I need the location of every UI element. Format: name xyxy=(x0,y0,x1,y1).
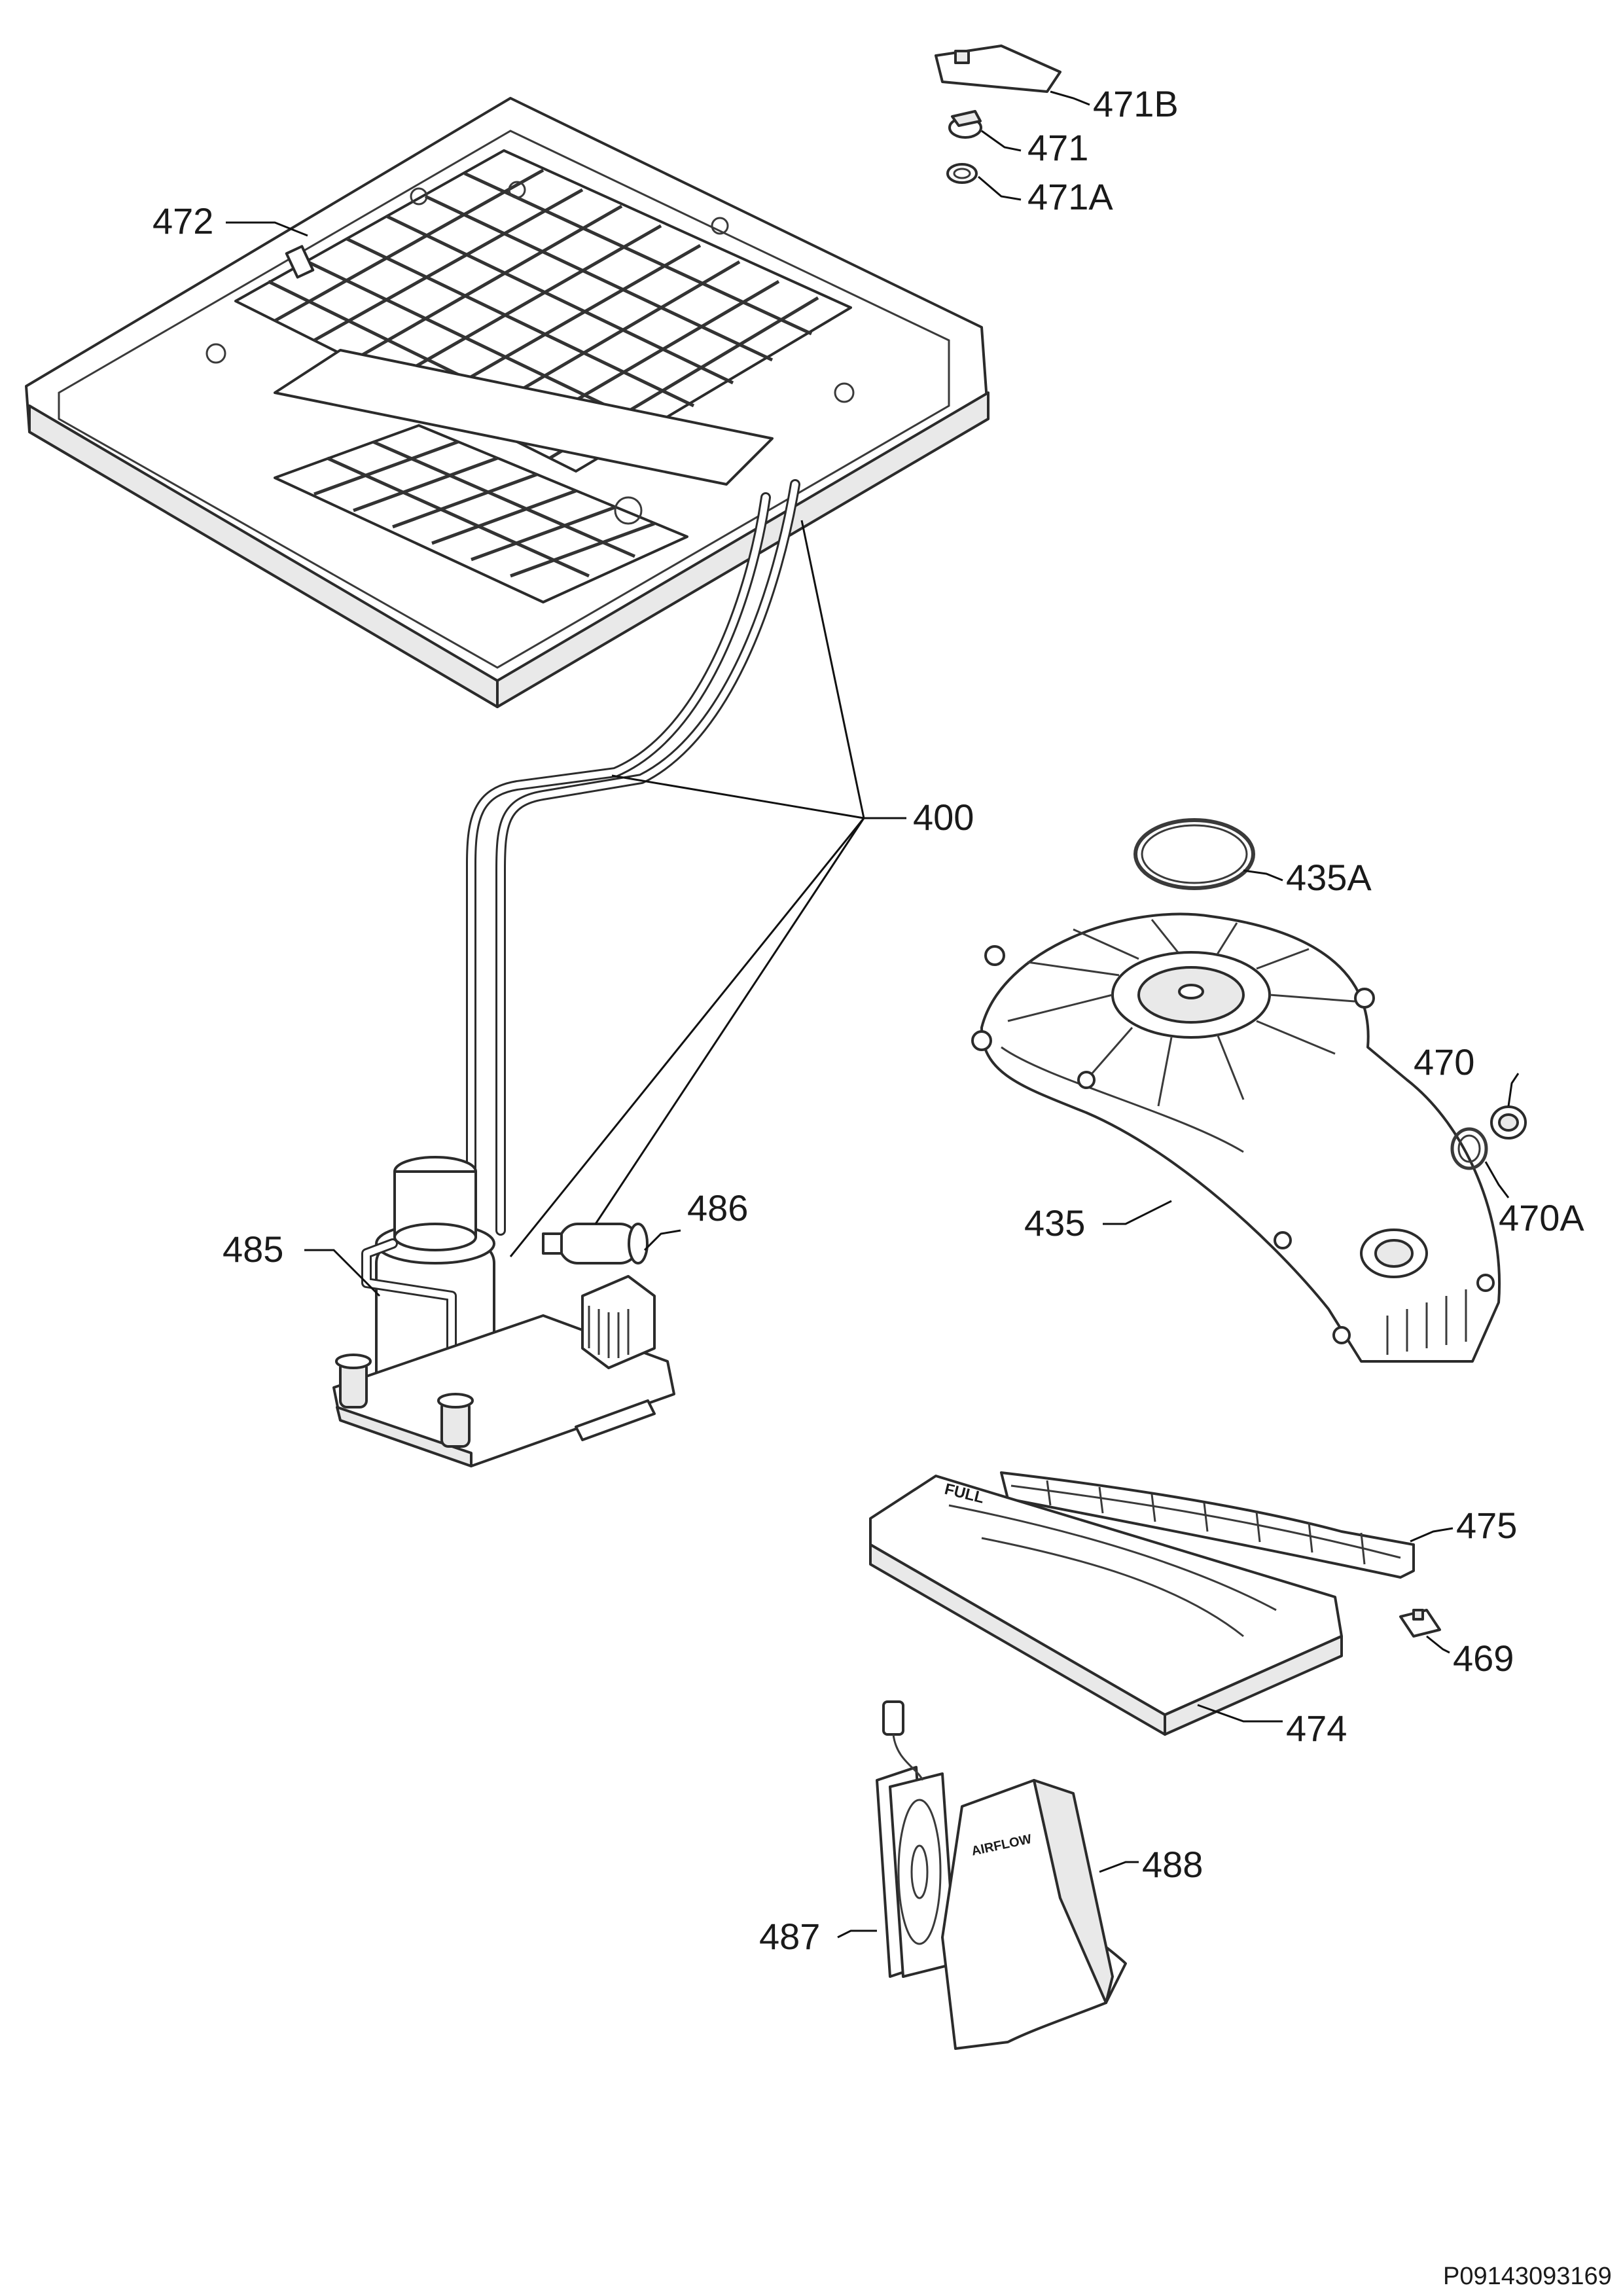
label-475: 475 xyxy=(1456,1505,1517,1546)
label-471: 471 xyxy=(1027,127,1088,168)
label-471B: 471B xyxy=(1093,83,1179,124)
label-469: 469 xyxy=(1453,1638,1514,1679)
evaporator-grid xyxy=(267,168,819,460)
compressor-485 xyxy=(332,1156,675,1467)
label-471A: 471A xyxy=(1027,176,1113,217)
filter-mesh-475 xyxy=(1000,1471,1415,1579)
label-470: 470 xyxy=(1414,1041,1474,1083)
switch-469 xyxy=(1399,1609,1441,1638)
air-duct-488: AIRFLOW xyxy=(941,1779,1127,2050)
fan-housing-435 xyxy=(971,912,1501,1363)
document-id: P09143093169 xyxy=(1443,2263,1612,2290)
label-486: 486 xyxy=(687,1187,748,1229)
label-488: 488 xyxy=(1142,1844,1203,1885)
part-labels: 471B 471 471A 472 400 435A 470 470A 435 … xyxy=(152,83,1584,1957)
label-435: 435 xyxy=(1024,1202,1085,1244)
part-471A xyxy=(946,163,978,184)
label-474: 474 xyxy=(1286,1708,1347,1749)
refrigerant-pipes xyxy=(466,479,800,1249)
label-470A: 470A xyxy=(1499,1197,1584,1238)
lower-grid xyxy=(313,440,655,578)
o-ring-435A xyxy=(1133,818,1255,890)
label-472: 472 xyxy=(152,200,213,242)
leader-lines xyxy=(226,90,1520,1939)
fan-487 xyxy=(876,1700,957,1978)
capacitor-486 xyxy=(542,1223,649,1265)
part-470A xyxy=(1450,1127,1488,1170)
part-471 xyxy=(948,110,982,139)
part-470 xyxy=(1490,1105,1527,1139)
label-487: 487 xyxy=(759,1916,820,1957)
base-frame-assembly xyxy=(25,97,990,708)
label-400: 400 xyxy=(913,797,974,838)
label-435A: 435A xyxy=(1286,857,1372,898)
sensor-472 xyxy=(285,245,315,279)
label-485: 485 xyxy=(223,1229,283,1270)
part-471B xyxy=(935,45,1061,93)
